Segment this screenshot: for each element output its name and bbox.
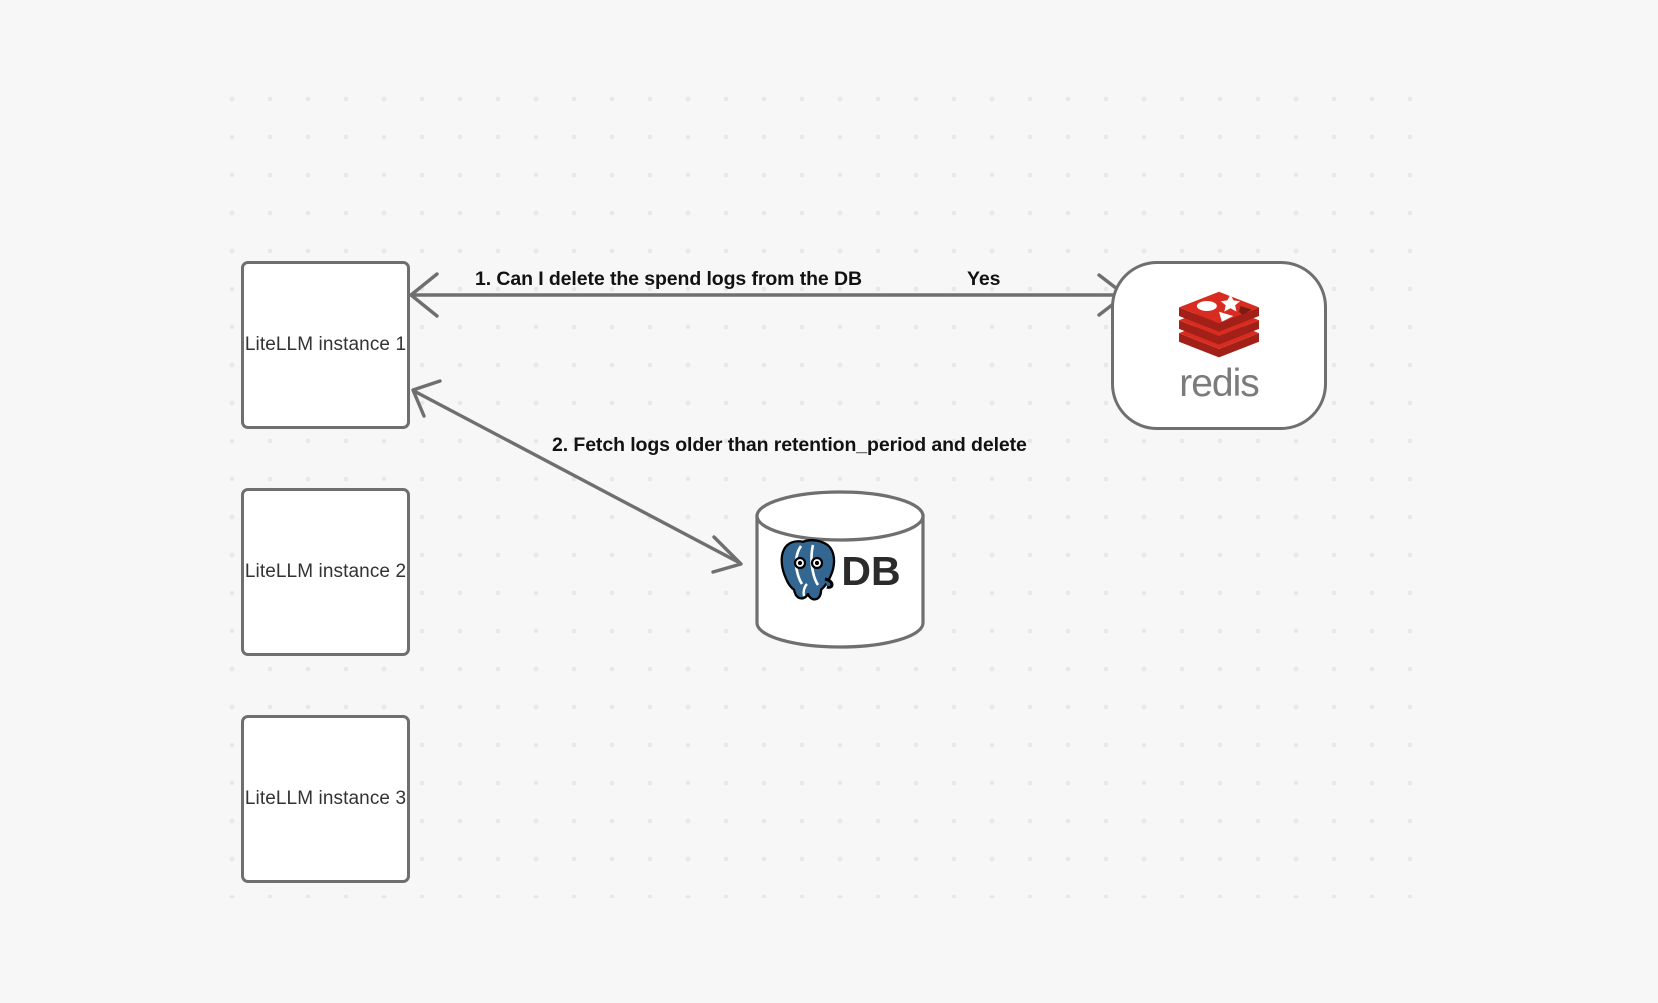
postgres-db-label: DB (841, 548, 901, 594)
node-postgres-db[interactable]: DB (754, 489, 926, 650)
edge-arrowhead-upleft (411, 379, 442, 418)
node-litellm-instance-3[interactable]: LiteLLM instance 3 (241, 715, 410, 883)
node-litellm-instance-2[interactable]: LiteLLM instance 2 (241, 488, 410, 656)
node-litellm-instance-2-label: LiteLLM instance 2 (244, 561, 407, 582)
node-litellm-instance-1[interactable]: LiteLLM instance 1 (241, 261, 410, 429)
postgresql-elephant-icon (780, 538, 836, 601)
node-litellm-instance-1-label: LiteLLM instance 1 (244, 334, 407, 355)
edge-label-yes: Yes (967, 268, 1001, 290)
redis-stack-icon (1179, 291, 1259, 357)
edge-arrowhead-left (409, 272, 439, 318)
edge-label-step-2: 2. Fetch logs older than retention_perio… (552, 434, 1027, 456)
node-litellm-instance-3-label: LiteLLM instance 3 (244, 788, 407, 809)
postgres-logo-row: DB (754, 489, 926, 650)
node-redis[interactable]: redis (1111, 261, 1327, 430)
redis-logo-icon: redis (1149, 286, 1289, 406)
edge-arrowhead-downright (711, 535, 743, 574)
redis-wordmark: redis (1179, 361, 1260, 405)
cylinder-shape (755, 490, 925, 649)
edge-line-diagonal (413, 389, 741, 565)
edge-label-step-1: 1. Can I delete the spend logs from the … (475, 268, 862, 290)
